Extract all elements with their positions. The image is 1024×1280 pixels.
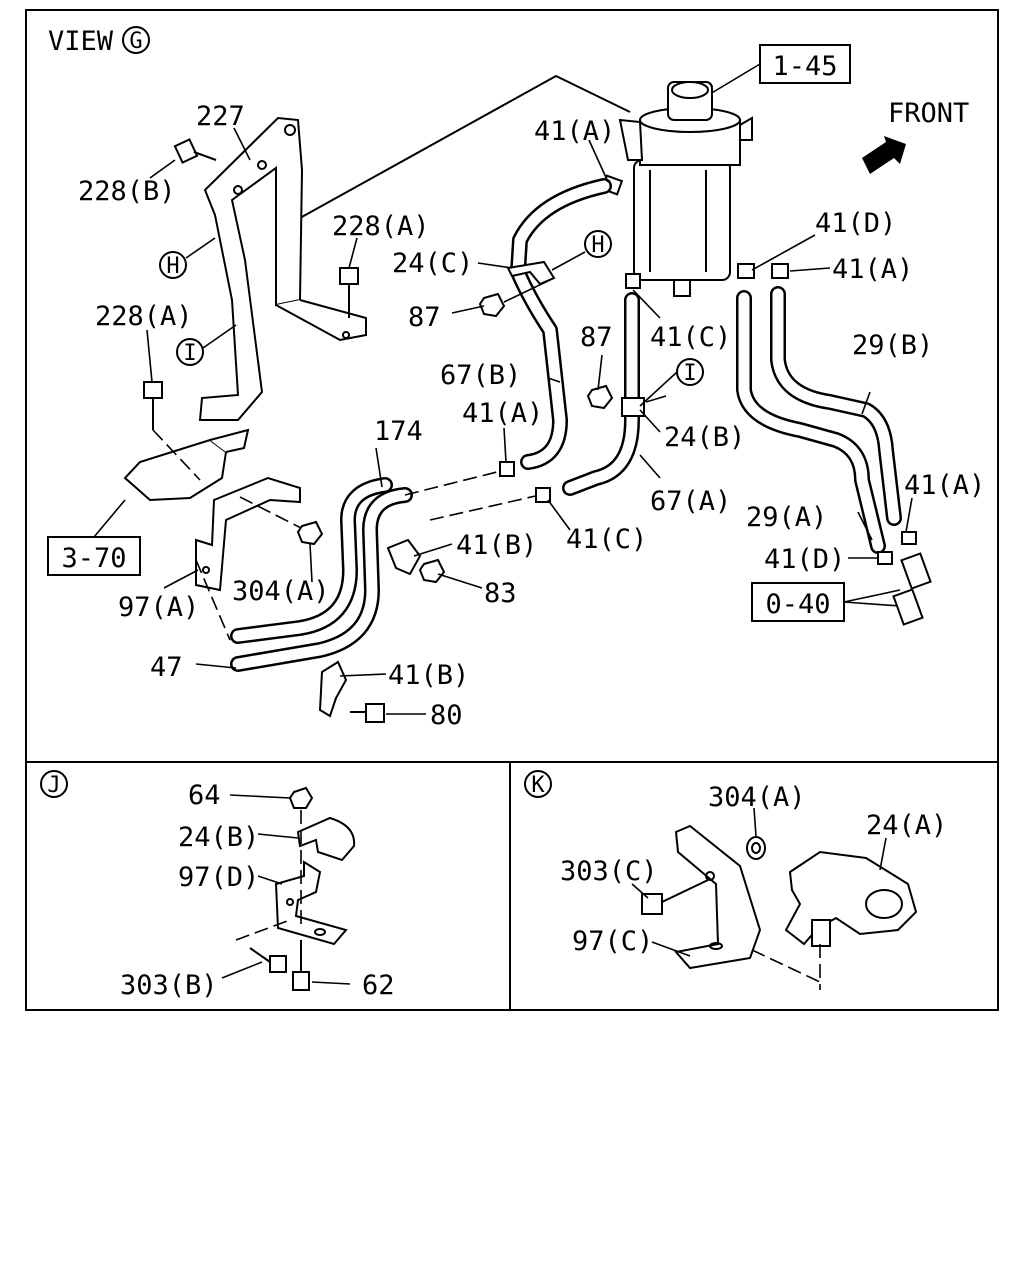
svg-text:H: H	[591, 233, 604, 258]
clamp-41a-mid	[499, 461, 515, 477]
label-41c-filter: 41(C)	[650, 322, 731, 353]
label-29a: 29(A)	[746, 502, 827, 533]
label-41b-lower: 41(B)	[388, 660, 469, 691]
label-83: 83	[484, 578, 517, 609]
label-41b-upper: 41(B)	[456, 530, 537, 561]
panel-j-label-303b: 303(B)	[120, 970, 218, 1001]
clip-41b-lower	[318, 660, 348, 718]
label-67b: 67(B)	[440, 360, 521, 391]
label-41d-right: 41(D)	[815, 208, 896, 239]
clamp-41c-mid	[535, 487, 551, 503]
label-47: 47	[150, 652, 183, 683]
bracket-227	[198, 116, 367, 421]
label-80: 80	[430, 700, 463, 731]
panel-j-label-97d: 97(D)	[178, 862, 259, 893]
label-24b: 24(B)	[664, 422, 745, 453]
panel-k-label-303c: 303(C)	[560, 856, 658, 887]
marker-i-left	[176, 338, 204, 366]
bolt-80	[350, 703, 385, 723]
label-41d-lower: 41(D)	[764, 544, 845, 575]
label-304a: 304(A)	[232, 576, 330, 607]
label-228b: 228(B)	[78, 176, 176, 207]
svg-text:K: K	[531, 773, 545, 798]
view-title: VIEW	[48, 26, 114, 57]
panel-k-sensor-24a	[784, 850, 918, 947]
label-24c: 24(C)	[392, 248, 473, 279]
panel-k-bolt-303c	[641, 879, 709, 915]
bolt-228a-lower	[143, 381, 163, 430]
label-41c-mid: 41(C)	[566, 524, 647, 555]
clip-24b	[621, 397, 645, 417]
panel-k-label-97c: 97(C)	[572, 926, 653, 957]
label-41a-mid: 41(A)	[462, 398, 543, 429]
panel-j-nut-64	[288, 786, 314, 809]
label-67a: 67(A)	[650, 486, 731, 517]
label-41a-right: 41(A)	[832, 254, 913, 285]
ref-box-1-45[interactable]: 1-45	[759, 44, 851, 84]
svg-text:1-45: 1-45	[772, 51, 837, 82]
hose-0-40-stubs	[892, 552, 932, 626]
hose-29b	[770, 286, 902, 526]
label-227: 227	[196, 101, 245, 132]
panel-k-label-24a: 24(A)	[866, 810, 947, 841]
panel-j-label-64: 64	[188, 780, 221, 811]
ref-box-0-40[interactable]: 0-40	[751, 582, 845, 622]
hose-29a	[736, 290, 886, 554]
panel-j-bolt-62	[292, 940, 310, 991]
view-circle-letter: G	[129, 29, 142, 54]
clamp-41a-lower-right	[901, 531, 917, 545]
panel-j-circle	[40, 770, 68, 798]
nut-87-upper	[478, 292, 506, 318]
label-41a-lower-right: 41(A)	[904, 470, 985, 501]
clip-41b-upper	[386, 538, 422, 576]
fuel-filter-1-45	[618, 81, 753, 297]
label-97a: 97(A)	[118, 592, 199, 623]
detail-panels-frame	[25, 761, 999, 1011]
hose-47-174	[230, 477, 413, 672]
label-228a-upper: 228(A)	[332, 211, 430, 242]
svg-text:H: H	[166, 254, 179, 279]
svg-text:0-40: 0-40	[765, 589, 830, 620]
clamp-41a-right	[771, 263, 789, 279]
bolt-228a-upper	[339, 267, 359, 318]
panel-k-washer-304a	[746, 836, 766, 860]
label-87-upper: 87	[408, 302, 441, 333]
label-228a-lower: 228(A)	[95, 301, 193, 332]
panel-k-circle	[524, 770, 552, 798]
clamp-41c-filter	[625, 273, 641, 289]
label-29b: 29(B)	[852, 330, 933, 361]
bolt-228b	[173, 138, 217, 164]
panel-k-bracket-97c	[674, 824, 762, 970]
svg-text:I: I	[183, 341, 196, 366]
ref-box-3-70[interactable]: 3-70	[47, 536, 141, 576]
svg-text:I: I	[683, 361, 696, 386]
clamp-41d-lower	[877, 551, 893, 565]
marker-h-right	[584, 230, 612, 258]
clamp-41d-right	[737, 263, 755, 279]
panel-j-bolt-303b	[249, 947, 287, 973]
panel-k-label-304a: 304(A)	[708, 782, 806, 813]
panel-j-bracket-97d	[274, 860, 348, 946]
panel-j-clip-24b	[296, 816, 356, 862]
label-87-lower: 87	[580, 322, 613, 353]
label-41a-top: 41(A)	[534, 116, 615, 147]
nut-304a	[296, 520, 324, 546]
label-174: 174	[374, 416, 423, 447]
panel-j-label-62: 62	[362, 970, 395, 1001]
nut-87-lower	[586, 384, 614, 410]
panel-j-label-24b: 24(B)	[178, 822, 259, 853]
bracket-97a	[195, 476, 306, 641]
hose-67a	[562, 292, 640, 496]
marker-h-left	[159, 251, 187, 279]
mount-3-70	[123, 428, 250, 502]
hose-67b	[510, 178, 612, 470]
front-label: FRONT	[888, 98, 969, 129]
svg-text:J: J	[47, 773, 60, 798]
view-circle	[122, 26, 150, 54]
svg-text:3-70: 3-70	[61, 543, 126, 574]
front-arrow-icon	[862, 136, 906, 174]
nut-83	[418, 558, 446, 584]
